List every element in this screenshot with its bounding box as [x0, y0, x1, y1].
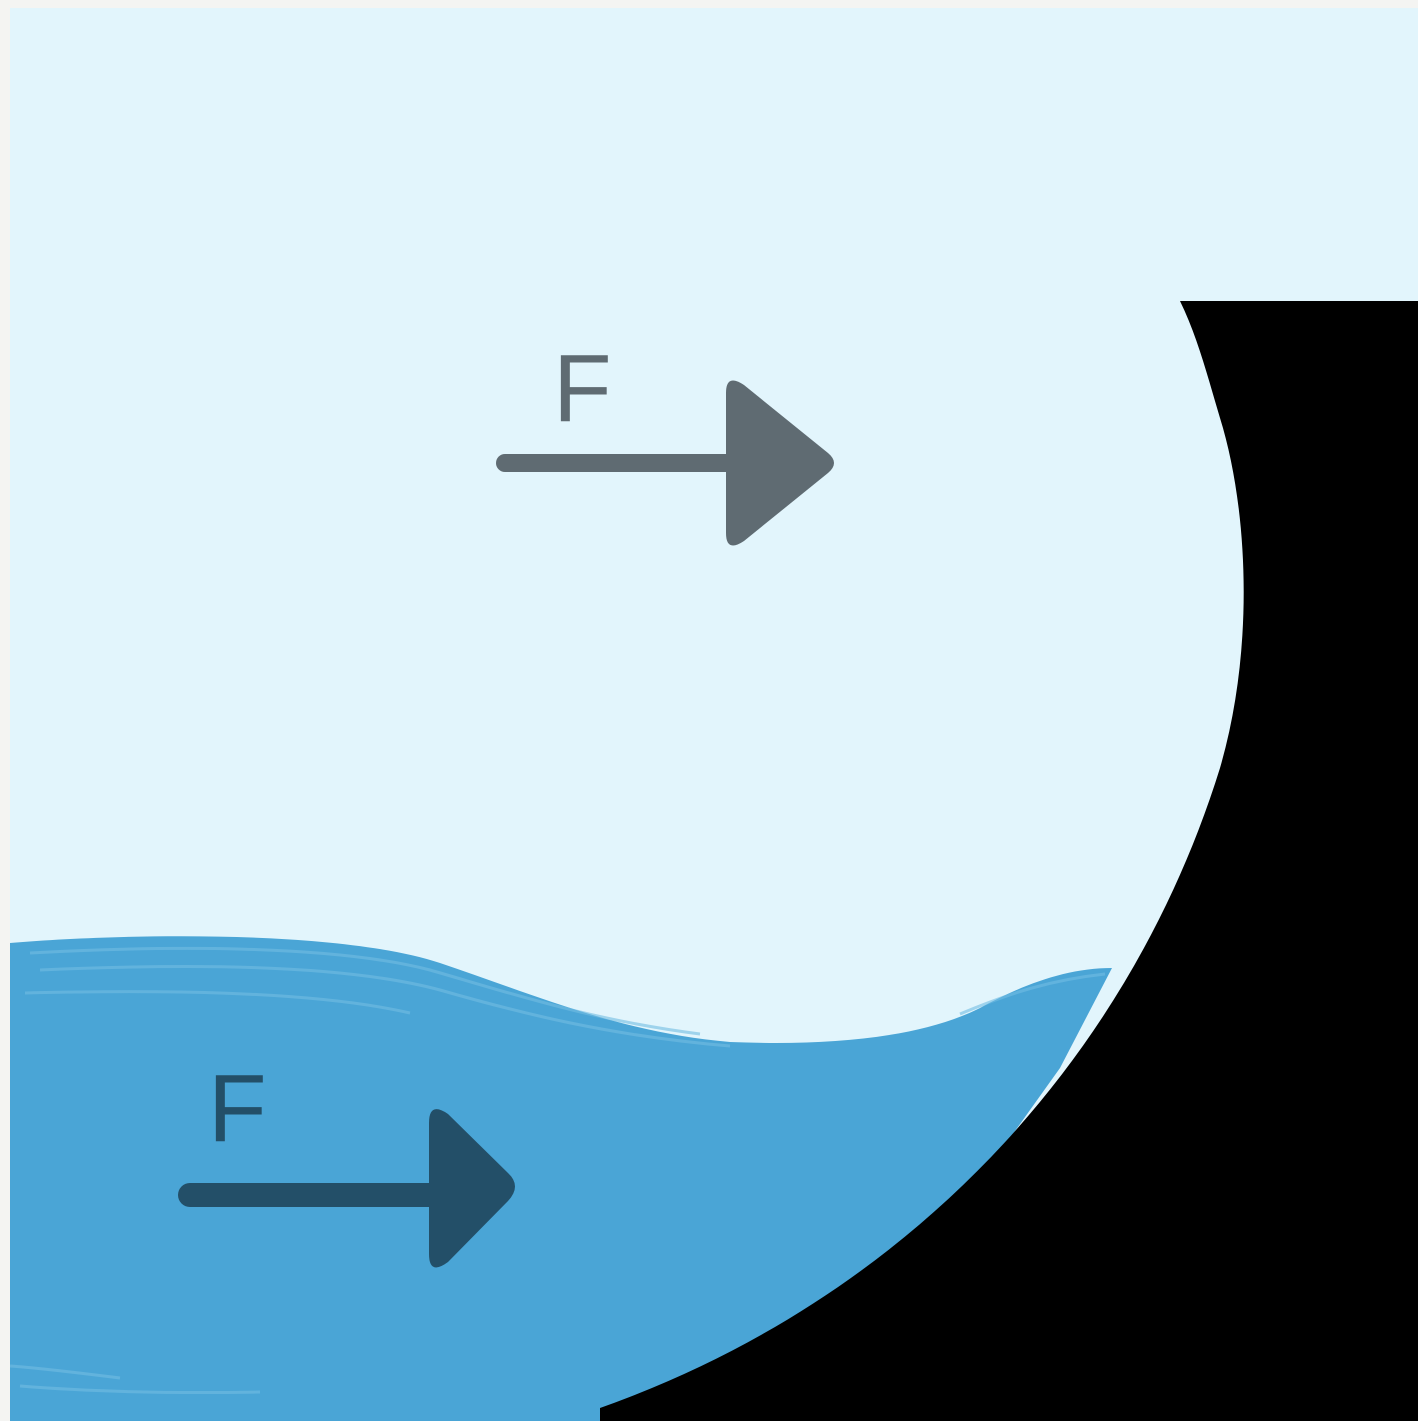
lower-force-label: F — [208, 1055, 267, 1162]
upper-force-label: F — [553, 335, 612, 442]
upper-force: F — [496, 335, 834, 546]
right-arrow-icon — [178, 1109, 515, 1268]
diagram-canvas: F F — [10, 8, 1418, 1421]
diagram-svg: F F — [10, 8, 1418, 1421]
water-streaks — [10, 946, 1106, 1395]
right-arrow-icon — [496, 380, 834, 546]
curved-wall — [600, 301, 1418, 1421]
lower-force: F — [178, 1055, 515, 1268]
